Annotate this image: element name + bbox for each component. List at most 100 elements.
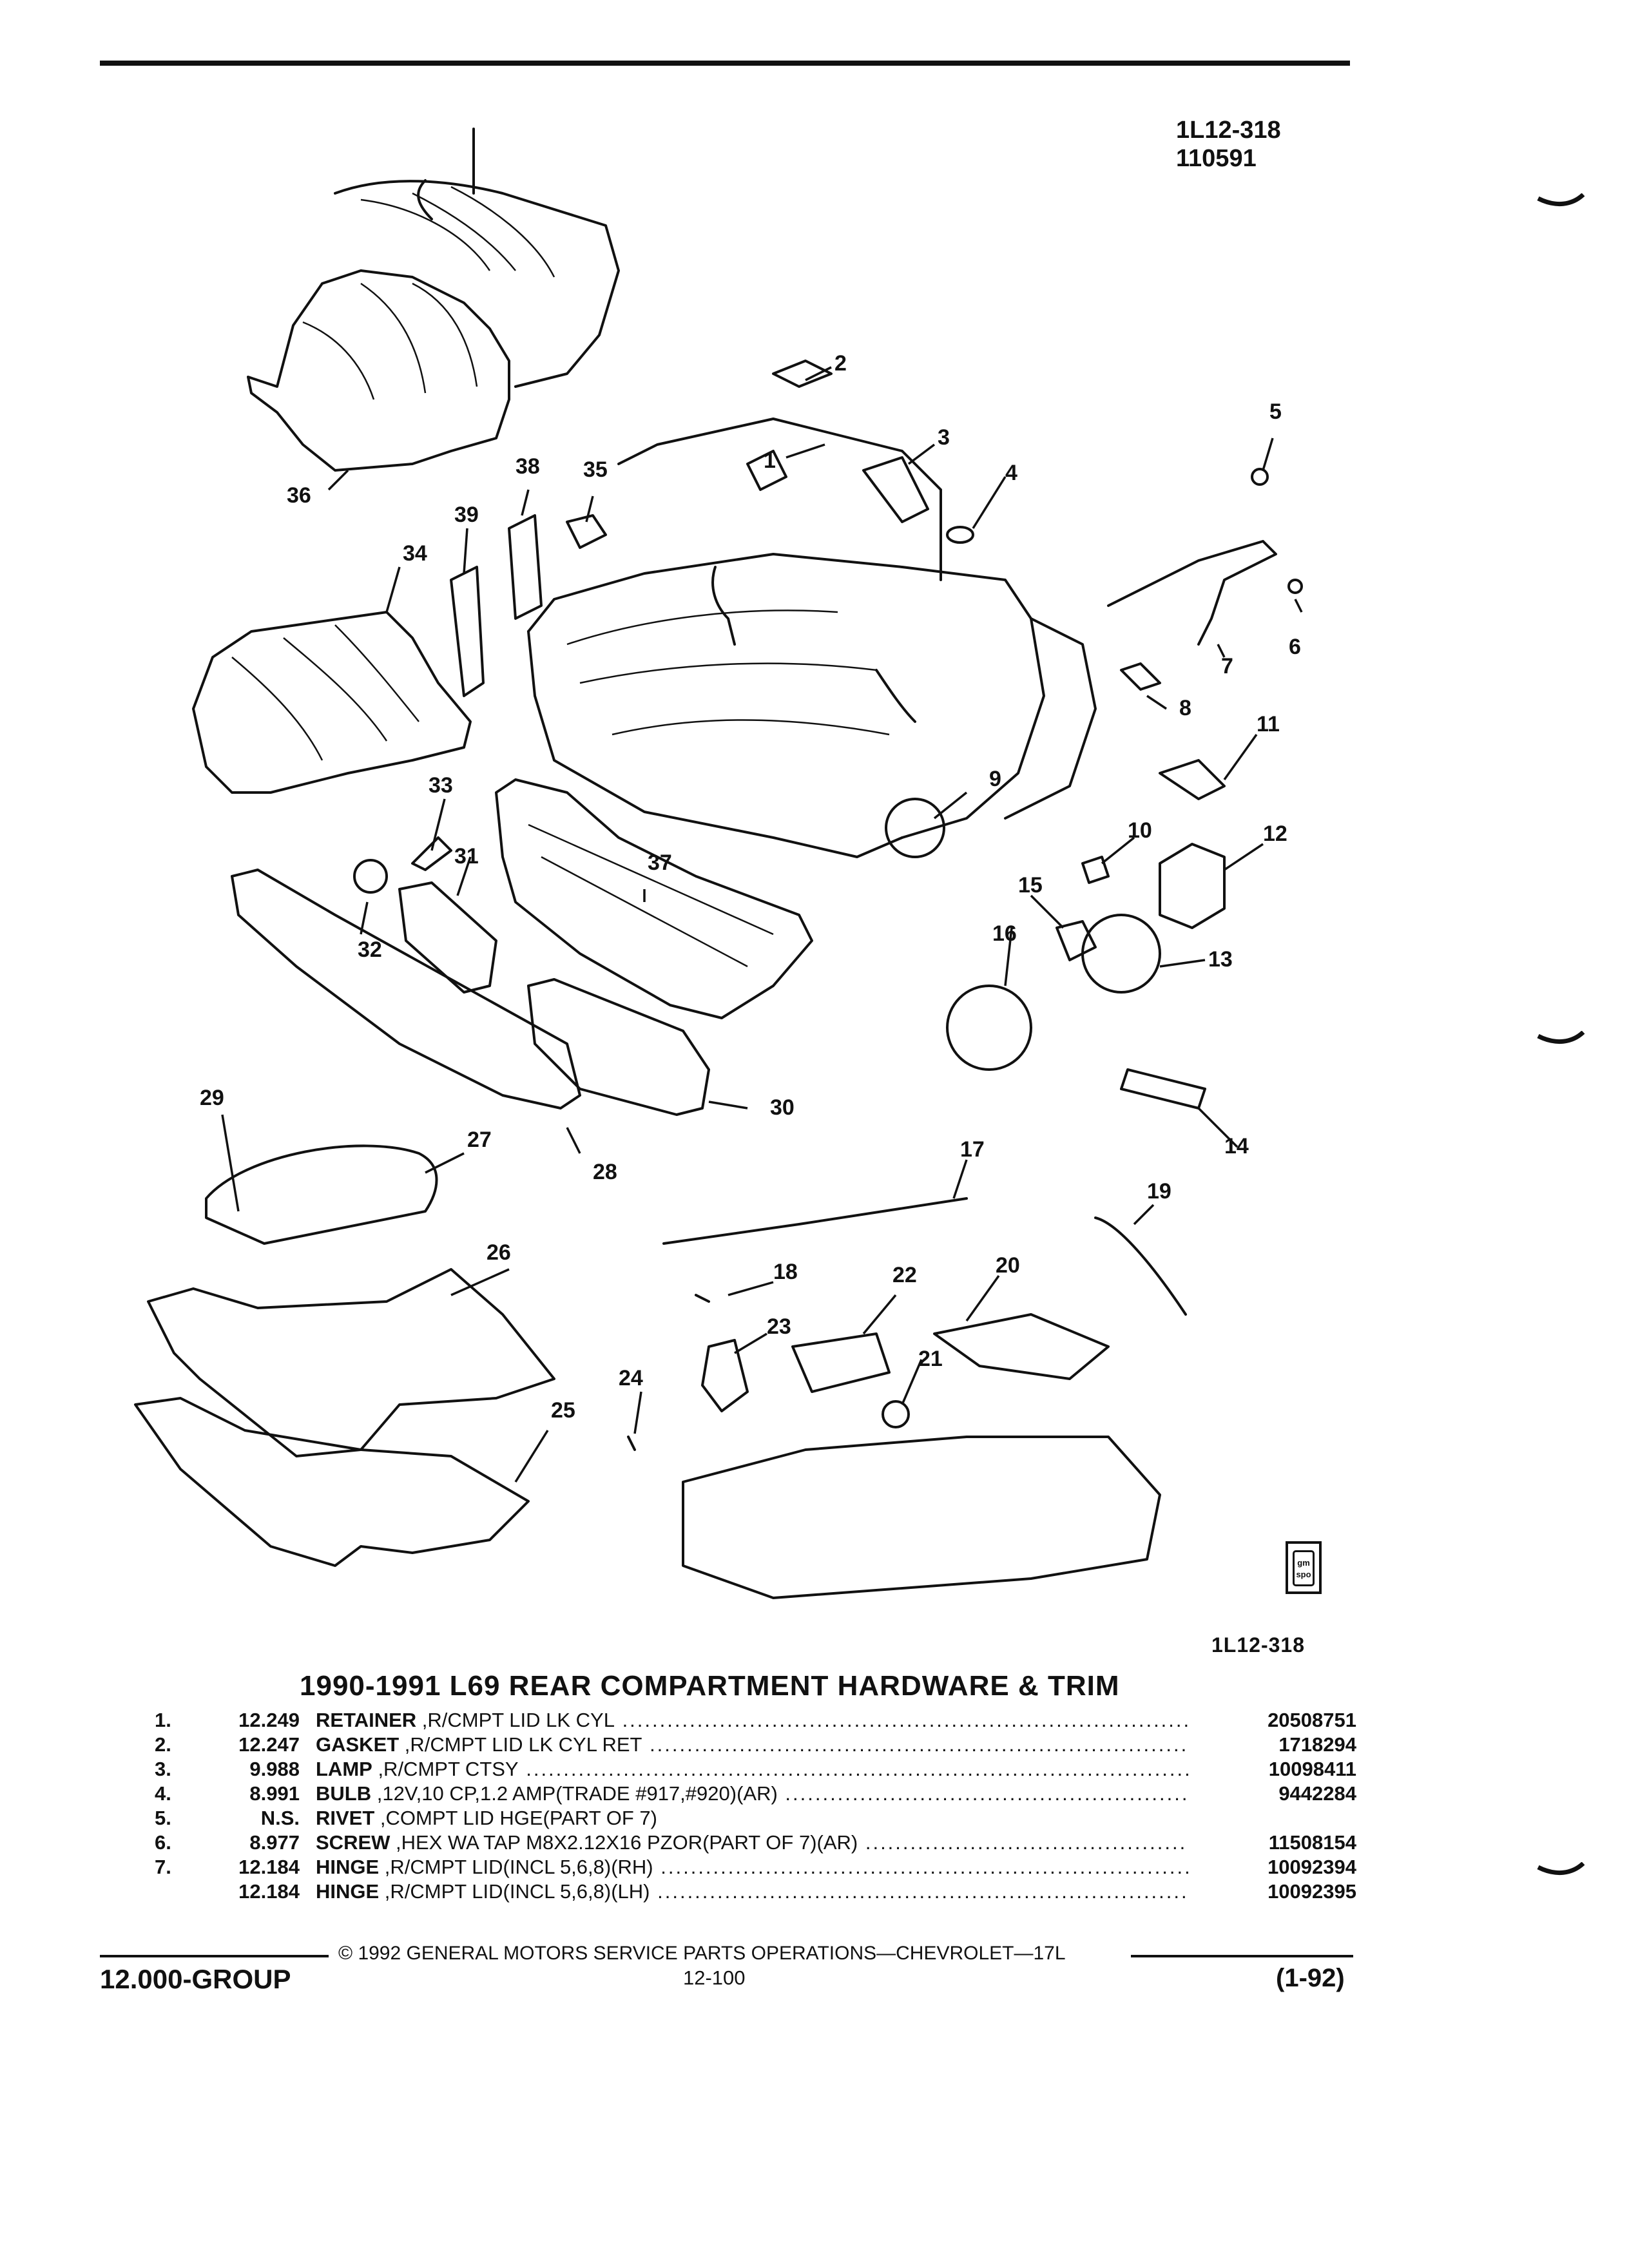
part-5-rivet [1251, 468, 1269, 486]
part-number: 9442284 [1278, 1782, 1356, 1805]
callout-25: 25 [551, 1398, 575, 1423]
binding-mark [1537, 1862, 1585, 1876]
part-38-vent [508, 514, 543, 620]
callout-26: 26 [487, 1240, 511, 1265]
parts-row: 12.184 HINGE ,R/CMPT LID(INCL 5,6,8)(LH)… [155, 1880, 1356, 1905]
callout-8: 8 [1179, 696, 1191, 720]
callout-20: 20 [996, 1253, 1020, 1278]
callout-4: 4 [1005, 461, 1017, 485]
part-description: SCREW ,HEX WA TAP M8X2.12X16 PZOR(PART O… [316, 1831, 1189, 1854]
part-14-label [1120, 1068, 1206, 1110]
callout-38: 38 [516, 454, 540, 479]
dot-leader: ........................................… [785, 1782, 1189, 1805]
callout-18: 18 [773, 1260, 798, 1284]
parts-row: 3. 9.988 LAMP ,R/CMPT CTSY .............… [155, 1758, 1356, 1782]
callout-16: 16 [992, 921, 1017, 946]
part-37-closeout [495, 778, 813, 1019]
part-number: 1718294 [1278, 1733, 1356, 1756]
callout-28: 28 [593, 1160, 617, 1184]
part-4-bulb [946, 526, 974, 544]
callout-6: 6 [1289, 635, 1301, 659]
trunk-body [527, 418, 1097, 858]
callout-35: 35 [583, 457, 608, 482]
dot-leader: ........................................… [660, 1856, 1189, 1878]
part-8-bumper [1120, 662, 1161, 691]
binding-mark [1537, 193, 1585, 207]
ref-number: 12.184 [238, 1880, 300, 1903]
illustration-code: 1L12-318 [1176, 117, 1281, 144]
callout-12: 12 [1263, 822, 1287, 846]
part-10-nut [1081, 856, 1110, 884]
item-number: 5. [155, 1807, 171, 1829]
part-detail: ,R/CMPT CTSY [372, 1758, 519, 1780]
item-number: 2. [155, 1733, 171, 1756]
dot-leader: ........................................… [526, 1758, 1189, 1780]
part-32-lock-cylinder [353, 859, 388, 894]
parts-row: 4. 8.991 BULB ,12V,10 CP,1.2 AMP(TRADE #… [155, 1782, 1356, 1807]
part-detail: ,R/CMPT LID(INCL 5,6,8)(RH) [379, 1856, 653, 1878]
ref-number: 12.247 [238, 1733, 300, 1756]
ref-number: 9.988 [249, 1758, 300, 1780]
dot-leader: ........................................… [657, 1880, 1189, 1903]
item-number: 6. [155, 1831, 171, 1854]
ref-number: 8.991 [249, 1782, 300, 1805]
callout-29: 29 [200, 1086, 224, 1110]
part-1-retainer [746, 450, 787, 491]
part-detail: ,R/CMPT LID LK CYL RET [399, 1733, 642, 1756]
callout-5: 5 [1269, 399, 1282, 424]
ref-number: 8.977 [249, 1831, 300, 1854]
ref-number: 12.184 [238, 1856, 300, 1878]
part-name: GASKET [316, 1733, 400, 1756]
date-code: (1-92) [1276, 1964, 1345, 1992]
callout-2: 2 [834, 351, 847, 376]
dot-leader: ........................................… [650, 1733, 1189, 1756]
part-description: BULB ,12V,10 CP,1.2 AMP(TRADE #917,#920)… [316, 1782, 1189, 1805]
parts-row: 5. N.S. RIVET ,COMPT LID HGE(PART OF 7) [155, 1807, 1356, 1831]
page-number: 12-100 [683, 1966, 746, 1989]
callout-36: 36 [287, 483, 311, 508]
part-3-lamp [862, 456, 929, 523]
part-7-hinge [1107, 540, 1277, 646]
part-description: HINGE ,R/CMPT LID(INCL 5,6,8)(RH) ......… [316, 1856, 1189, 1879]
callout-15: 15 [1018, 873, 1043, 898]
part-12-housing [1159, 843, 1226, 929]
part-27-spare-cover [205, 1144, 438, 1245]
leader-lines [221, 366, 1303, 1483]
callout-11: 11 [1257, 712, 1280, 736]
callout-37: 37 [648, 850, 672, 875]
dot-leader: ........................................… [865, 1831, 1189, 1854]
part-36-quarter-trim [247, 128, 620, 472]
dot-leader: ........................................… [622, 1709, 1189, 1731]
item-number: 4. [155, 1782, 171, 1805]
part-name: RIVET [316, 1807, 375, 1829]
callout-1: 1 [764, 448, 776, 473]
item-number: 3. [155, 1758, 171, 1780]
part-description: RETAINER ,R/CMPT LID LK CYL ............… [316, 1709, 1189, 1732]
illustration-date: 110591 [1176, 145, 1257, 172]
binding-mark [1537, 1031, 1585, 1044]
part-detail: ,12V,10 CP,1.2 AMP(TRADE #917,#920)(AR) [371, 1782, 778, 1805]
part-description: GASKET ,R/CMPT LID LK CYL RET ..........… [316, 1733, 1189, 1756]
part-2-gasket [772, 360, 833, 388]
part-17-strut [662, 1197, 968, 1245]
part-11-clip [1159, 759, 1226, 800]
callout-10: 10 [1128, 818, 1152, 843]
part-30-sill-trim [527, 978, 710, 1116]
part-name: LAMP [316, 1758, 372, 1780]
trunk-floor [682, 1436, 1161, 1599]
part-number: 10092394 [1268, 1856, 1356, 1878]
part-23-striker [701, 1339, 749, 1412]
callout-34: 34 [403, 541, 427, 566]
part-15-seal [1055, 920, 1097, 961]
part-description: RIVET ,COMPT LID HGE(PART OF 7) [316, 1807, 1189, 1830]
part-detail: ,R/CMPT LID LK CYL [416, 1709, 615, 1731]
part-24-bolt [627, 1436, 636, 1451]
callout-23: 23 [767, 1314, 791, 1339]
part-16-gasket [946, 985, 1032, 1071]
illustration-code-block: 1L12-318 110591 [1176, 116, 1281, 173]
group-label: 12.000-GROUP [100, 1964, 291, 1994]
section-title: 1990-1991 L69 REAR COMPARTMENT HARDWARE … [300, 1670, 1120, 1702]
callout-14: 14 [1224, 1134, 1249, 1158]
